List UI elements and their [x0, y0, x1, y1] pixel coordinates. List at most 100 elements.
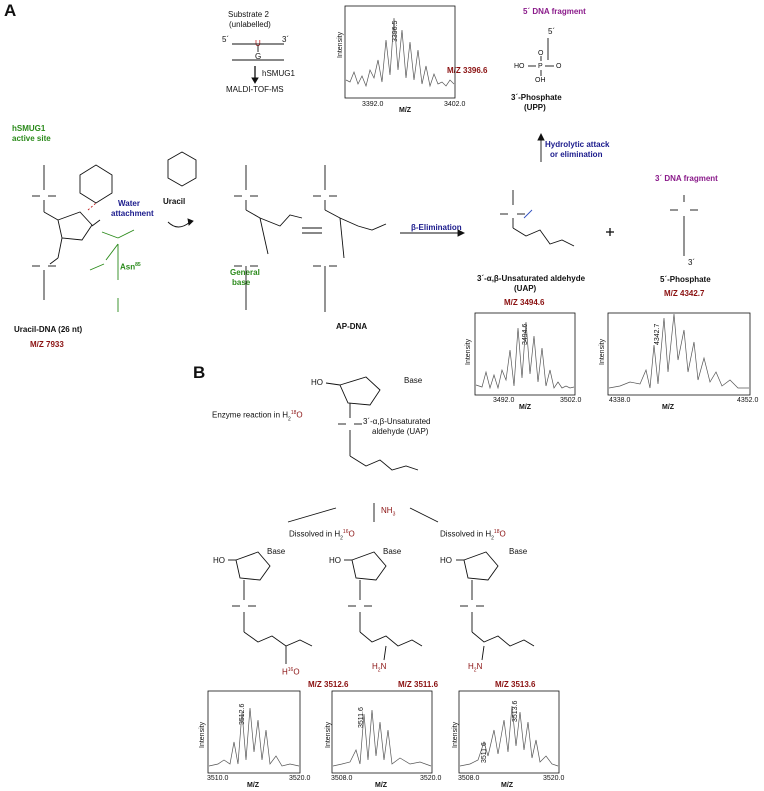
b-uap-line1: 3´-α,β-Unsaturated	[363, 417, 431, 426]
ap1-to-sugar	[245, 209, 261, 219]
enzyme-reaction-sup: 18	[290, 410, 297, 416]
spec-uap-trace	[475, 321, 575, 390]
spec-b1-frame	[207, 690, 301, 774]
b-top-sugar	[339, 376, 381, 406]
frag5-ho: HO	[514, 63, 525, 70]
b2-molecule	[344, 551, 423, 661]
b-uap-line2: aldehyde (UAP)	[372, 427, 429, 436]
spec-phos-x-left: 4338.0	[609, 397, 631, 404]
ud-sugar-down	[57, 237, 63, 259]
b2-n: N	[380, 662, 387, 671]
dissolved-16-text: Dissolved in H	[289, 529, 341, 539]
uap-abbr: (UAP)	[514, 284, 537, 293]
b3-nh	[481, 645, 485, 661]
ap1-sugar	[259, 214, 303, 227]
spec-b2-x-left: 3508.0	[331, 775, 353, 782]
method-label: MALDI-TOF-MS	[226, 85, 284, 94]
ud-h-bond	[87, 202, 97, 211]
dissolved-18-label: Dissolved in H218O	[440, 530, 506, 541]
panel-a-letter: A	[4, 1, 17, 20]
b-top-chain	[349, 455, 419, 471]
uracil-dna-name: Uracil-DNA (26 nt)	[14, 325, 83, 334]
frag5-top: 5´	[548, 27, 556, 36]
spec-b3-xlabel: M/Z	[501, 782, 514, 789]
asn-bond2	[117, 229, 135, 239]
spec-phos-frame	[607, 312, 751, 396]
uap-mz: M/Z 3494.6	[504, 298, 545, 307]
substrate-three: 3´	[282, 35, 290, 44]
spec-b3-x-left: 3508.0	[458, 775, 480, 782]
spec-b1-x-left: 3510.0	[207, 775, 229, 782]
hydro-line2: or elimination	[550, 150, 603, 159]
b2-chain	[359, 631, 423, 647]
b2-h2n: H2N	[372, 663, 386, 674]
spec-b2-x-right: 3520.0	[420, 775, 442, 782]
nh3-label: NH3	[381, 507, 395, 518]
b3-h: H	[468, 662, 474, 671]
b-arrow-left	[287, 507, 337, 523]
b3-chain	[471, 631, 535, 647]
hydro-line1: Hydrolytic attack	[545, 140, 610, 149]
b1-molecule	[228, 551, 313, 664]
spec-top-xlabel: M/Z	[399, 107, 412, 114]
dissolved-18-sup: 18	[493, 529, 500, 535]
substrate-five: 5´	[222, 35, 230, 44]
dissolved-16-o: O	[348, 529, 355, 539]
frag5-abbr: (UPP)	[524, 103, 546, 112]
enzyme-reaction-label: Enzyme reaction in H218O	[212, 411, 303, 422]
asn-bond3	[89, 263, 105, 271]
b1-base: Base	[267, 547, 286, 556]
spec-uap-xlabel: M/Z	[519, 404, 532, 411]
b2-base: Base	[383, 547, 402, 556]
b3-molecule	[456, 551, 535, 661]
spec-b1-x-right: 3520.0	[289, 775, 311, 782]
b1-o: O	[293, 667, 300, 677]
b-top-base: Base	[404, 376, 423, 385]
phos5-name: 5´-Phosphate	[660, 275, 711, 284]
uap-attack-arrow	[523, 209, 533, 219]
b2-h: H	[372, 662, 378, 671]
uracil-ring	[167, 151, 197, 187]
spec-b2-trace	[332, 709, 432, 767]
substrate-g: G	[255, 52, 262, 61]
frag5-o-top: O	[538, 50, 544, 57]
enzyme-reaction-text: Enzyme reaction in H	[212, 410, 289, 420]
water-line1: Water	[118, 199, 140, 208]
curved-arrow-head	[187, 218, 194, 226]
b3-n: N	[476, 662, 483, 671]
frag5-name: 3´-Phosphate	[511, 93, 562, 102]
beta-arrow-head	[457, 229, 466, 237]
ud-sugar-o	[49, 257, 59, 265]
asn-label: Asn85	[120, 263, 141, 272]
dissolved-18-sub: 2	[491, 535, 494, 542]
spec-phos-xlabel: M/Z	[662, 404, 675, 411]
phos5-mz: M/Z 4342.7	[664, 289, 705, 298]
ud-glycosidic	[91, 219, 101, 227]
b3-ho: HO	[440, 556, 452, 565]
b1-ho: HO	[213, 556, 225, 565]
spec-b1-xlabel: M/Z	[247, 782, 260, 789]
b1-sup: 16	[287, 667, 294, 673]
spec-top-x-right: 3402.0	[444, 101, 466, 108]
spec-uap-x-right: 3502.0	[560, 397, 582, 404]
b2-nh	[383, 645, 387, 661]
dissolved-16-sub: 2	[340, 535, 343, 542]
asn-sup: 85	[135, 262, 141, 268]
ap1-down	[259, 217, 269, 255]
spec-top-x-left: 3392.0	[362, 101, 384, 108]
spec-top-frame	[344, 5, 456, 99]
dissolved-16-sup: 16	[342, 529, 349, 535]
b2-ho: HO	[329, 556, 341, 565]
uap-chain	[512, 227, 575, 247]
ap-sugar	[339, 217, 387, 231]
dissolved-18-text: Dissolved in H	[440, 529, 492, 539]
enzyme-reaction-sub: 2	[288, 416, 291, 423]
b3-base: Base	[509, 547, 528, 556]
enzyme-arrow-head	[251, 77, 259, 84]
b3-sub: 2	[473, 667, 477, 674]
spec-phos-x-right: 4352.0	[737, 397, 759, 404]
substrate-title: Substrate 2	[228, 10, 269, 19]
dissolved-16-label: Dissolved in H216O	[289, 530, 355, 541]
frag5-p: P	[538, 63, 543, 70]
asn-bond1	[101, 231, 119, 239]
